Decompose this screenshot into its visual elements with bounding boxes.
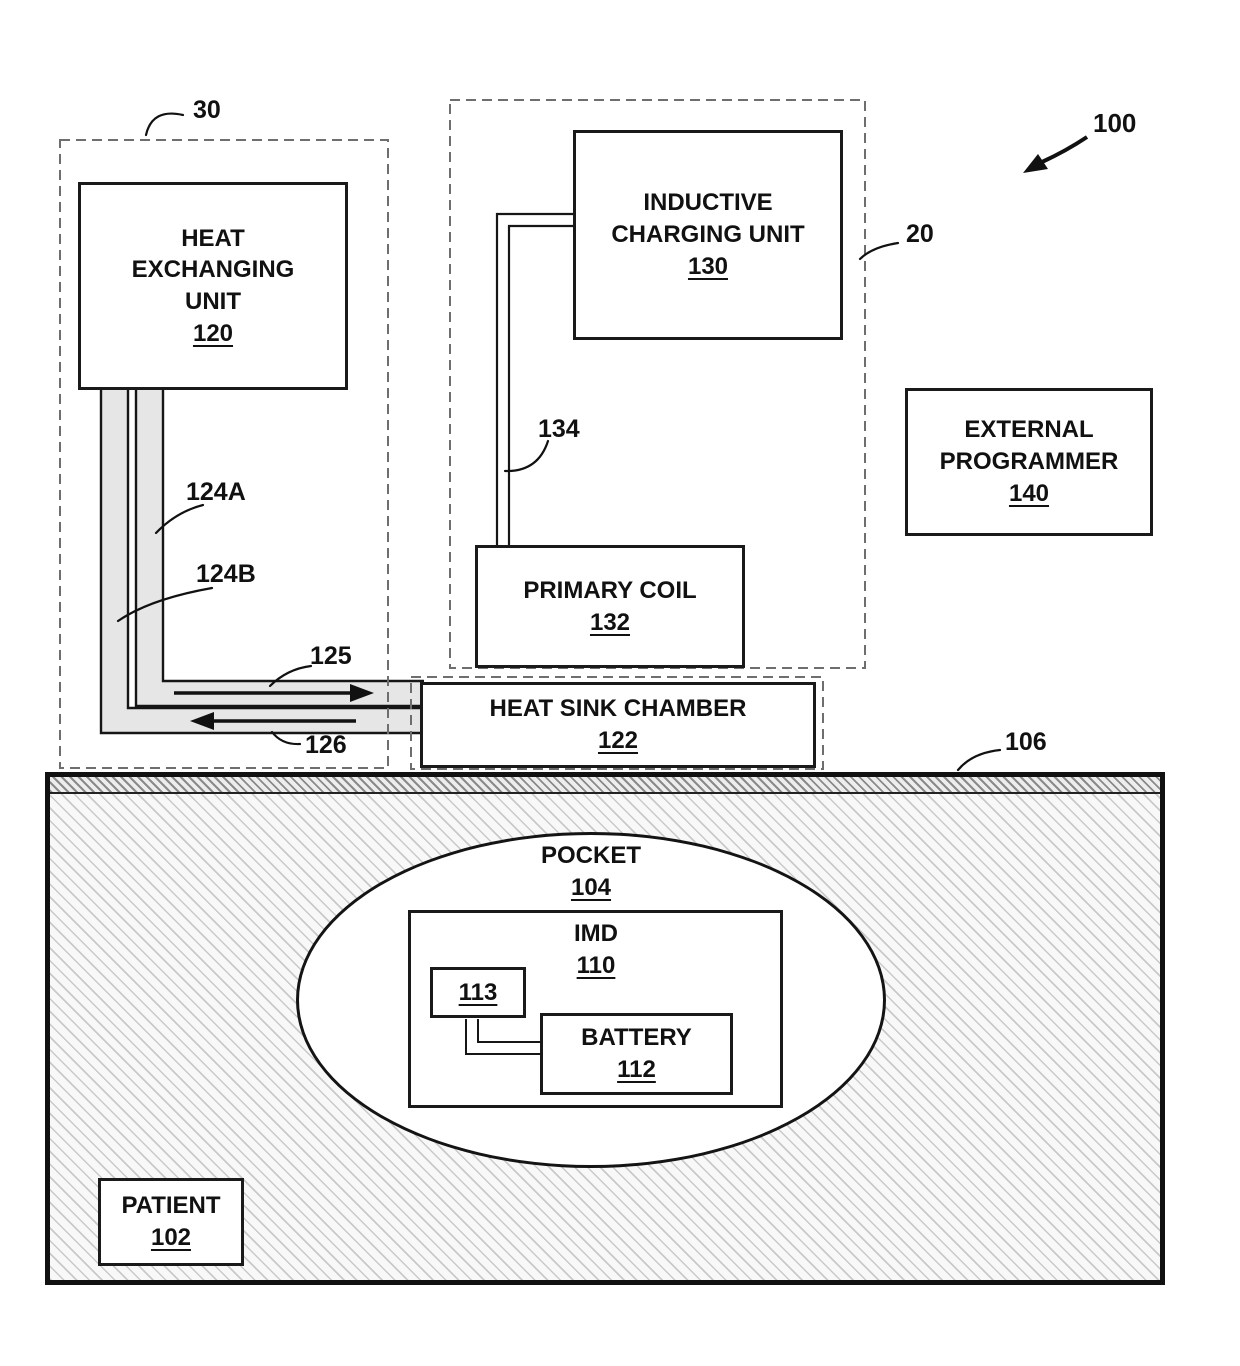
patient-label-text: PATIENT xyxy=(121,1192,221,1220)
battery-box: BATTERY 112 xyxy=(540,1013,733,1095)
heat-exchanging-unit-box: HEAT EXCHANGING UNIT 120 xyxy=(78,182,348,390)
ref-110: 110 xyxy=(576,951,616,979)
external-programmer-label: EXTERNAL PROGRAMMER xyxy=(939,416,1119,476)
leader-106 xyxy=(956,748,1002,772)
ref-140: 140 xyxy=(1008,479,1050,507)
imd-label: IMD 110 xyxy=(574,918,618,981)
leader-124b xyxy=(116,586,214,623)
skin-layer-106 xyxy=(50,777,1160,794)
ref-126: 126 xyxy=(305,731,347,759)
heat-sink-chamber-box: HEAT SINK CHAMBER 122 xyxy=(420,682,816,768)
primary-coil-label: PRIMARY COIL xyxy=(523,576,697,604)
heat-exchanging-unit-label: HEAT EXCHANGING UNIT xyxy=(131,224,295,315)
primary-coil-box: PRIMARY COIL 132 xyxy=(475,545,745,668)
component-113-box: 113 xyxy=(430,967,526,1018)
ref-102: 102 xyxy=(150,1224,192,1251)
figure-arrow-100 xyxy=(1023,135,1089,173)
ref-130: 130 xyxy=(687,252,729,280)
external-programmer-box: EXTERNAL PROGRAMMER 140 xyxy=(905,388,1153,536)
pocket-label-text: POCKET xyxy=(540,842,642,869)
heat-sink-chamber-label: HEAT SINK CHAMBER xyxy=(489,695,747,723)
pocket-label: POCKET 104 xyxy=(541,840,641,903)
patient-label-box: PATIENT 102 xyxy=(98,1178,244,1266)
coolant-tube-supply xyxy=(136,390,424,706)
inductive-charging-unit-box: INDUCTIVE CHARGING UNIT 130 xyxy=(573,130,843,340)
ref-100: 100 xyxy=(1093,108,1137,138)
leader-126 xyxy=(270,730,302,746)
ref-106: 106 xyxy=(1005,728,1047,756)
leader-30 xyxy=(144,112,185,137)
leader-125 xyxy=(268,664,313,688)
leader-124a xyxy=(154,503,205,535)
battery-label-text: BATTERY xyxy=(581,1024,692,1052)
ref-113: 113 xyxy=(458,978,498,1006)
cable-134-line xyxy=(495,212,575,546)
leader-20 xyxy=(858,241,900,261)
coolant-tube-return xyxy=(101,390,424,733)
ref-125: 125 xyxy=(310,642,352,670)
inductive-charging-unit-label: INDUCTIVE CHARGING UNIT xyxy=(611,189,805,249)
leader-134 xyxy=(503,439,550,473)
flow-arrow-left xyxy=(190,712,356,730)
ref-122: 122 xyxy=(597,727,639,754)
imd-label-text: IMD xyxy=(574,920,618,947)
coolant-tube-return-outline xyxy=(99,390,424,735)
flow-arrow-right xyxy=(174,684,374,702)
ref-104: 104 xyxy=(570,873,612,901)
ref-20: 20 xyxy=(906,220,934,248)
ref-120: 120 xyxy=(192,319,234,347)
ref-134: 134 xyxy=(538,415,580,443)
coolant-tube-supply-outline xyxy=(134,390,424,708)
ref-112: 112 xyxy=(617,1056,656,1083)
ref-132: 132 xyxy=(589,608,631,636)
ref-30: 30 xyxy=(193,96,221,124)
ref-124b: 124B xyxy=(196,560,256,588)
ref-124a: 124A xyxy=(186,478,246,506)
